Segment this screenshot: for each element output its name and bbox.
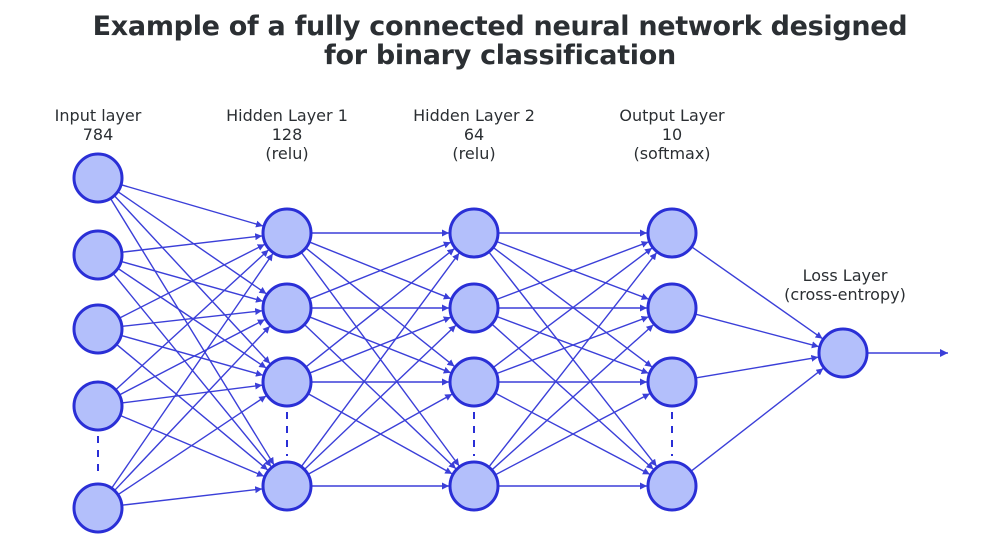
neuron-input-4 [72, 482, 124, 534]
ellipsis-markers [97, 412, 673, 478]
output-layer-name: Output Layer [619, 106, 725, 125]
connection-input-4-to-hidden1-0 [111, 253, 274, 489]
title-line-1: Example of a fully connected neural netw… [92, 11, 908, 42]
neuron-hidden1-1 [261, 282, 313, 334]
connection-hidden1-2-to-hidden2-1 [309, 316, 452, 374]
connection-hidden1-3-to-hidden2-1 [303, 324, 457, 470]
connection-input-4-to-hidden1-2 [117, 395, 267, 496]
connection-hidden1-2-to-hidden2-0 [305, 248, 455, 368]
diagram-title: Example of a fully connected neural netw… [0, 12, 1000, 70]
neuron-hidden2-3 [448, 460, 500, 512]
neuron-input-0 [72, 152, 124, 204]
neuron-output-3 [646, 460, 698, 512]
label-output-layer: Output Layer 10 (softmax) [619, 106, 724, 163]
hidden-layer-1-activation: (relu) [265, 144, 309, 163]
neurons [72, 152, 869, 534]
label-hidden-layer-1: Hidden Layer 1 128 (relu) [226, 106, 348, 163]
hidden-layer-1-size: 128 [271, 125, 303, 144]
loss-layer-name: Loss Layer [802, 266, 888, 285]
connection-input-2-to-hidden1-0 [119, 243, 266, 319]
hidden-layer-2-activation: (relu) [452, 144, 496, 163]
connection-input-0-to-hidden1-1 [117, 191, 267, 295]
neuron-input-1 [72, 229, 124, 281]
hidden-layer-2-size: 64 [463, 125, 485, 144]
connection-input-2-to-hidden1-3 [116, 343, 269, 471]
connection-hidden2-1-to-output-0 [496, 241, 649, 301]
hidden-layer-1-name: Hidden Layer 1 [226, 106, 348, 125]
connection-output-3-to-loss-0 [690, 367, 824, 472]
neuron-output-0 [646, 207, 698, 259]
connection-input-2-to-hidden1-2 [120, 334, 264, 377]
neuron-hidden2-1 [448, 282, 500, 334]
connection-hidden2-2-to-output-1 [496, 315, 649, 375]
connection-hidden2-2-to-output-0 [492, 247, 653, 369]
connection-input-1-to-hidden1-0 [121, 233, 263, 253]
label-hidden-layer-2: Hidden Layer 2 64 (relu) [413, 106, 535, 163]
neuron-hidden1-0 [261, 207, 313, 259]
input-layer-size: 784 [82, 125, 114, 144]
connection-input-3-to-hidden1-0 [115, 249, 270, 391]
connection-hidden1-3-to-hidden2-0 [300, 252, 460, 468]
label-loss-layer: Loss Layer (cross-entropy) [784, 266, 906, 304]
connection-input-0-to-hidden1-3 [109, 198, 275, 466]
connection-input-4-to-hidden1-3 [121, 486, 263, 506]
neuron-loss-0 [817, 327, 869, 379]
connection-input-3-to-hidden1-2 [121, 382, 263, 404]
hidden-layer-2-name: Hidden Layer 2 [413, 106, 535, 125]
connection-hidden1-3-to-hidden2-2 [307, 393, 453, 475]
connection-hidden2-3-to-output-1 [491, 324, 654, 471]
connection-output-0-to-loss-0 [691, 246, 823, 340]
connection-input-0-to-hidden1-2 [113, 195, 271, 365]
neuron-hidden2-0 [448, 207, 500, 259]
loss-layer-function: (cross-entropy) [784, 285, 906, 304]
label-input-layer: Input layer 784 [55, 106, 142, 144]
output-layer-activation: (softmax) [633, 144, 711, 163]
connection-hidden2-3-to-output-0 [488, 252, 658, 468]
connection-input-4-to-hidden1-1 [113, 325, 271, 492]
connection-output-2-to-loss-0 [695, 354, 819, 379]
title-line-2: for binary classification [324, 40, 676, 71]
connection-output-1-to-loss-0 [695, 313, 820, 349]
input-layer-name: Input layer [54, 106, 142, 125]
connection-input-2-to-hidden1-1 [121, 308, 263, 328]
neuron-output-1 [646, 282, 698, 334]
neuron-hidden1-2 [261, 356, 313, 408]
neuron-output-2 [646, 356, 698, 408]
connections [109, 184, 948, 506]
connection-hidden1-1-to-hidden2-0 [309, 241, 452, 300]
neuron-input-2 [72, 303, 124, 355]
neuron-input-3 [72, 380, 124, 432]
connection-hidden2-3-to-output-2 [494, 393, 651, 476]
neuron-hidden2-2 [448, 356, 500, 408]
connection-input-0-to-hidden1-0 [120, 184, 264, 228]
neuron-hidden1-3 [261, 460, 313, 512]
connection-input-3-to-hidden1-1 [118, 318, 266, 396]
output-layer-size: 10 [661, 125, 683, 144]
